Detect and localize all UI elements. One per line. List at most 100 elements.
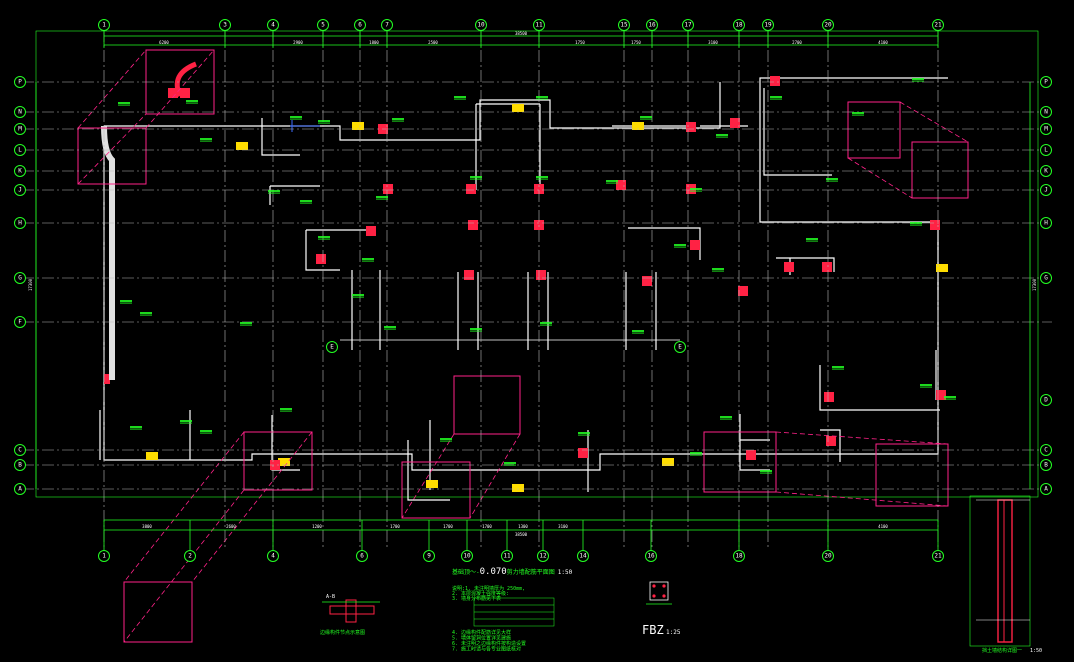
rebar-label-mark — [300, 200, 312, 203]
axis-bubble-bottom-16: 16 — [645, 550, 657, 562]
svg-text:C: C — [18, 447, 22, 454]
rebar-label-mark — [470, 176, 482, 179]
dim-top-segment: 2700 — [792, 40, 802, 45]
rebar-label-mark — [912, 78, 924, 81]
axis-bubble-bottom-9: 9 — [423, 550, 435, 562]
building-outline — [103, 77, 948, 471]
rebar-label-mark — [268, 190, 280, 193]
design-notes: 说明:1. 未注明墙厚为 250mm,2. 本层混凝土强度等级:3. 墙身分布筋… — [452, 585, 526, 653]
rebar-label-mark — [504, 462, 516, 465]
rebar-label-mark — [640, 116, 652, 119]
svg-text:J: J — [1044, 187, 1048, 194]
svg-text:F: F — [18, 319, 22, 326]
rebar-label-mark — [944, 396, 956, 399]
dim-top-segment: 3100 — [708, 40, 718, 45]
axis-bubble-left-G: G — [14, 272, 26, 284]
axis-bubble-bottom-14: 14 — [577, 550, 589, 562]
dim-top-segment: 6200 — [159, 40, 169, 45]
rebar-label-mark — [536, 96, 548, 99]
dim-bottom-segment: 1700 — [443, 524, 453, 529]
svg-text:J: J — [18, 187, 22, 194]
svg-text:C: C — [1044, 447, 1048, 454]
notes-table — [473, 597, 555, 627]
rebar-label-mark — [536, 176, 548, 179]
svg-text:18: 18 — [735, 22, 743, 29]
rebar-label-mark — [200, 430, 212, 433]
node-label: A-B — [326, 594, 335, 600]
axis-bubble-right-B: B — [1040, 459, 1052, 471]
node-caption: 边缘构件节点示意图 — [320, 629, 365, 636]
svg-text:11: 11 — [503, 553, 511, 560]
axis-bubble-right-D: D — [1040, 394, 1052, 406]
axis-bubble-bottom-4: 4 — [267, 550, 279, 562]
axis-bubble-left-C: C — [14, 444, 26, 456]
design-note-line: 说明:1. 未注明墙厚为 250mm, — [452, 585, 525, 592]
fbz-detail — [646, 581, 672, 605]
svg-text:G: G — [18, 275, 22, 282]
axis-bubble-left-P: P — [14, 76, 26, 88]
design-note-line: 2. 本层混凝土强度等级: — [452, 590, 509, 597]
svg-text:E: E — [678, 344, 682, 351]
dim-bottom-total: 38500 — [515, 532, 528, 537]
axis-bubble-left-J: J — [14, 184, 26, 196]
svg-text:P: P — [1044, 79, 1048, 86]
svg-text:N: N — [18, 109, 22, 116]
axis-bubble-bottom-12: 12 — [537, 550, 549, 562]
svg-text:3: 3 — [223, 22, 227, 29]
axis-bubble-bottom-1: 1 — [98, 550, 110, 562]
svg-text:D: D — [1044, 397, 1048, 404]
dim-top-segment: 1800 — [369, 40, 379, 45]
rebar-label-mark — [770, 96, 782, 99]
axis-bubble-top-18: 18 — [733, 19, 745, 31]
dim-left-total: 17300 — [28, 278, 33, 291]
axis-bubble-top-19: 19 — [762, 19, 774, 31]
rebar-label-mark — [806, 238, 818, 241]
axis-bubble-right-A: A — [1040, 483, 1052, 495]
axis-bubble-bottom-20: 20 — [822, 550, 834, 562]
axis-bubble-right-L: L — [1040, 144, 1052, 156]
rebar-label-mark — [720, 416, 732, 419]
detail-curve — [174, 61, 197, 98]
svg-text:1: 1 — [102, 22, 106, 29]
axis-bubble-top-16: 16 — [646, 19, 658, 31]
dim-top-segment: 1750 — [575, 40, 585, 45]
rebar-label-mark — [826, 178, 838, 181]
svg-text:19: 19 — [764, 22, 772, 29]
rebar-annotations — [118, 78, 956, 474]
svg-text:6: 6 — [360, 553, 364, 560]
rebar-label-mark — [120, 300, 132, 303]
axis-bubble-top-11: 11 — [533, 19, 545, 31]
axis-bubble-bottom-6: 6 — [356, 550, 368, 562]
svg-text:H: H — [1044, 220, 1048, 227]
rebar-label-mark — [578, 432, 590, 435]
axis-bubble-right-J: J — [1040, 184, 1052, 196]
svg-text:L: L — [18, 147, 22, 154]
axis-bubble-left-F: F — [14, 316, 26, 328]
axis-bubble-top-4: 4 — [267, 19, 279, 31]
retaining-wall-detail — [969, 495, 1031, 647]
axis-bubble-left-H: H — [14, 217, 26, 229]
svg-text:21: 21 — [934, 553, 942, 560]
rebar-label-mark — [760, 470, 772, 473]
svg-text:10: 10 — [463, 553, 471, 560]
dim-bottom-segment: 4100 — [878, 524, 888, 529]
axis-bubble-bottom-21: 21 — [932, 550, 944, 562]
svg-text:10: 10 — [477, 22, 485, 29]
axis-bubble-right-C: C — [1040, 444, 1052, 456]
svg-text:12: 12 — [539, 553, 547, 560]
axis-bubble-inner-right: E — [674, 341, 686, 353]
design-note-line: 6. 未注明之边缘构件按构造设置 — [452, 640, 526, 647]
svg-text:M: M — [18, 126, 22, 133]
axis-bubble-right-N: N — [1040, 106, 1052, 118]
svg-text:17: 17 — [684, 22, 692, 29]
rebar-label-mark — [470, 328, 482, 331]
axis-bubble-right-M: M — [1040, 123, 1052, 135]
rebar-label-mark — [130, 426, 142, 429]
svg-text:2: 2 — [188, 553, 192, 560]
rebar-label-mark — [140, 312, 152, 315]
rebar-label-mark — [118, 102, 130, 105]
svg-text:K: K — [1044, 168, 1048, 175]
axis-bubble-bottom-10: 10 — [461, 550, 473, 562]
axis-bubble-left-B: B — [14, 459, 26, 471]
